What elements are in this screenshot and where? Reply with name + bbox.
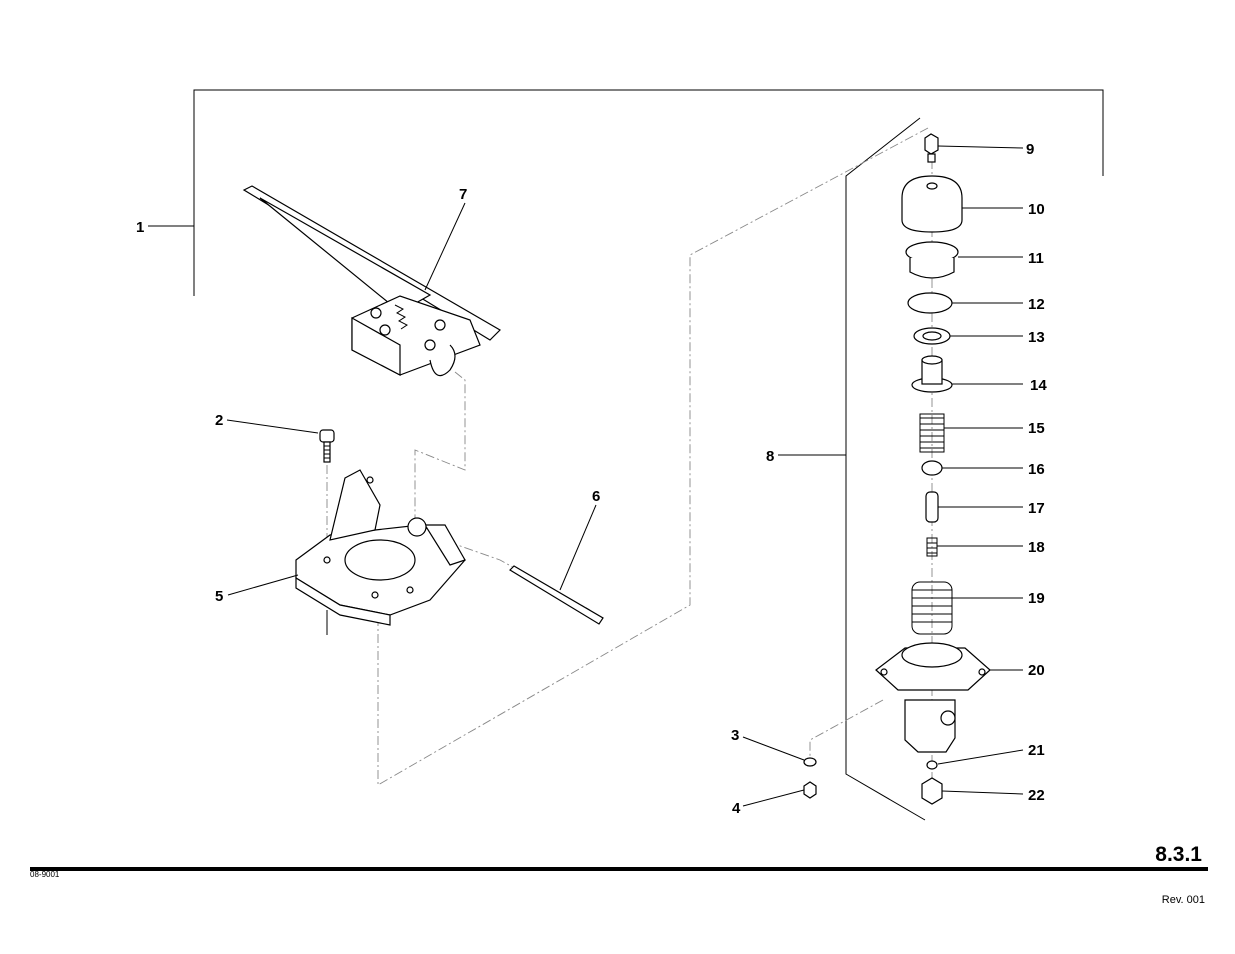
alignment-lines: [326, 127, 933, 790]
screw-part-2: [319, 429, 335, 463]
callout-12: 12: [1028, 296, 1045, 313]
callout-20: 20: [1028, 662, 1045, 679]
callout-15: 15: [1028, 420, 1045, 437]
callout-9: 9: [1026, 141, 1034, 158]
drawing-code: 08-9001: [30, 870, 60, 879]
callout-7: 7: [459, 186, 467, 203]
callout-labels: 1 2 3 4 5 6 7 8 9 10 11 12 13 14 15 16 1…: [136, 141, 1047, 817]
valve-stack: [875, 133, 991, 805]
revision-label: Rev. 001: [1161, 894, 1205, 906]
pedal-part-7: [242, 185, 501, 377]
assembly-bracket: [148, 89, 1104, 296]
callout-1: 1: [136, 219, 144, 236]
pedal-base-part-5: [295, 469, 466, 626]
callout-5: 5: [215, 588, 223, 605]
callout-19: 19: [1028, 590, 1045, 607]
callout-22: 22: [1028, 787, 1045, 804]
nut-part-4: [803, 781, 817, 799]
callout-13: 13: [1028, 329, 1045, 346]
callout-10: 10: [1028, 201, 1045, 218]
callout-4: 4: [732, 800, 741, 817]
washer-part-3: [803, 757, 817, 767]
pin-part-6: [509, 565, 604, 625]
callout-16: 16: [1028, 461, 1045, 478]
callout-11: 11: [1028, 250, 1044, 267]
callout-2: 2: [215, 412, 223, 429]
callout-17: 17: [1028, 500, 1045, 517]
callout-18: 18: [1028, 539, 1045, 556]
page-number: 8.3.1: [1155, 843, 1202, 866]
callout-3: 3: [731, 727, 739, 744]
callout-6: 6: [592, 488, 600, 505]
leader-lines: [226, 145, 1024, 807]
valve-assembly-bracket: [778, 117, 926, 821]
callout-14: 14: [1030, 377, 1047, 394]
callout-21: 21: [1028, 742, 1045, 759]
footer-rule: [30, 867, 1208, 871]
callout-8: 8: [766, 448, 774, 465]
